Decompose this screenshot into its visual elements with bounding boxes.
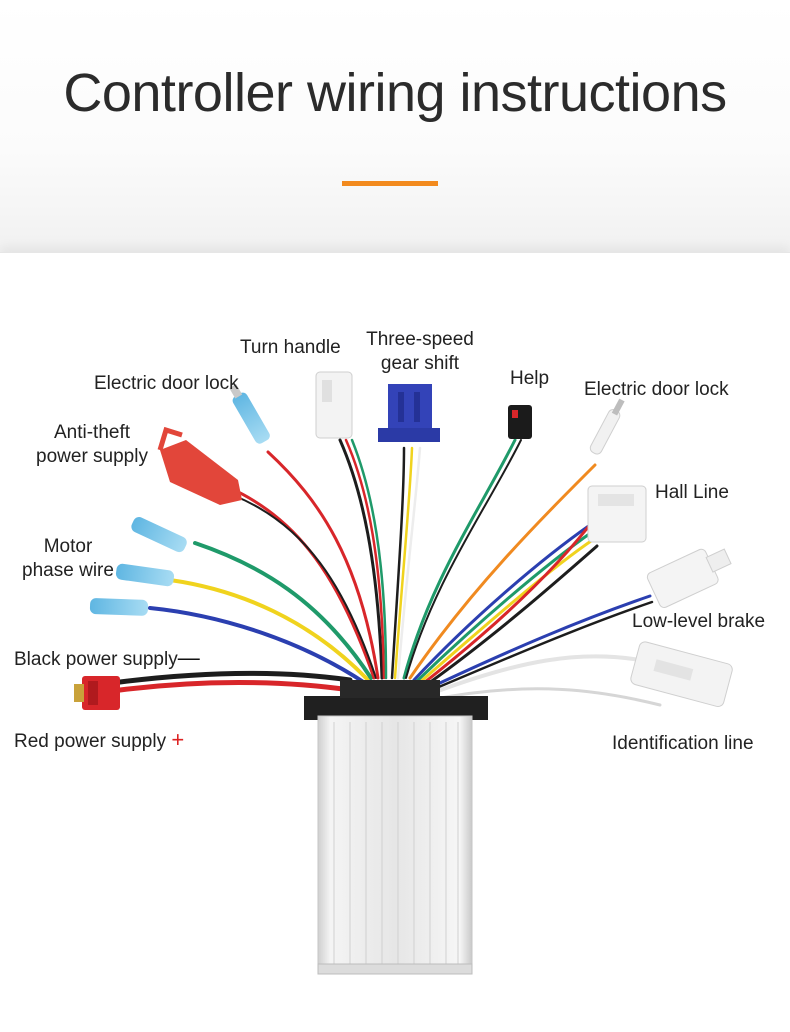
motor-phase-blue	[148, 606, 367, 685]
electric-door-lock-right-label: Electric door lock	[584, 379, 729, 400]
door-lock-right-connector-icon	[589, 398, 625, 455]
motor-phase-label-line2: phase wire	[22, 560, 114, 581]
turn-handle-connector-icon	[315, 371, 353, 439]
hall-line-yellow	[416, 537, 596, 686]
red-power-supply-label: Red power supply +	[14, 728, 184, 754]
three-speed-label: Three-speed gear shift	[358, 328, 482, 376]
controller-housing	[304, 680, 488, 975]
turn-handle-wire	[338, 438, 384, 680]
identification-line-label: Identification line	[612, 733, 754, 754]
electric-door-lock-left-label: Electric door lock	[94, 373, 239, 394]
hall-line-black	[420, 544, 599, 690]
brake-wire-blue	[423, 594, 652, 692]
black-power-supply-label: Black power supply—	[14, 646, 200, 672]
three-speed-label-line2: gear shift	[380, 353, 460, 374]
door-lock-right-wire	[408, 463, 597, 680]
three-speed-label-line1: Three-speed	[366, 329, 474, 350]
low-level-brake-label: Low-level brake	[632, 611, 766, 632]
anti-theft-label-line2: power supply	[36, 446, 148, 467]
hall-line-connector-icon	[587, 485, 647, 543]
wire-bundle	[117, 438, 662, 707]
anti-theft-label-line1: Anti-theft	[53, 422, 131, 443]
identification-connector-icon	[630, 641, 733, 708]
t-plug-connector-icon	[74, 676, 120, 710]
motor-phase-yellow	[168, 578, 370, 682]
anti-theft-label: Anti-theft power supply	[26, 421, 158, 469]
motor-phase-label: Motor phase wire	[16, 535, 120, 583]
motor-phase-connector-icon-3	[89, 598, 149, 616]
title-accent-bar	[342, 181, 438, 186]
identification-wire	[428, 654, 642, 696]
motor-phase-label-line1: Motor	[43, 536, 93, 557]
motor-phase-green	[193, 541, 373, 680]
anti-theft-connector-icon	[157, 426, 242, 505]
help-connector-icon	[508, 405, 532, 439]
plus-sign: +	[171, 727, 185, 752]
help-label: Help	[510, 368, 550, 389]
red-power-wire	[117, 680, 353, 693]
three-speed-connector-icon	[378, 384, 440, 442]
hall-line-label: Hall Line	[655, 482, 729, 503]
hall-line-blue	[412, 523, 592, 682]
low-level-brake-connector-icon	[646, 548, 732, 608]
motor-phase-connector-icon-2	[115, 563, 175, 587]
page-header: Controller wiring instructions	[0, 0, 790, 252]
door-lock-left-wire	[266, 450, 380, 680]
page-title: Controller wiring instructions	[63, 63, 727, 123]
red-power-supply-text: Red power supply	[14, 731, 167, 752]
motor-phase-connector-icon-1	[131, 517, 187, 553]
door-lock-left-connector-icon	[229, 384, 270, 444]
black-power-supply-text: Black power supply	[14, 649, 178, 670]
minus-sign: —	[177, 645, 200, 670]
help-wire	[402, 438, 517, 680]
turn-handle-label: Turn handle	[240, 337, 341, 358]
three-speed-wire	[390, 446, 406, 680]
black-power-wire	[117, 670, 353, 685]
hall-line-red	[418, 515, 598, 688]
